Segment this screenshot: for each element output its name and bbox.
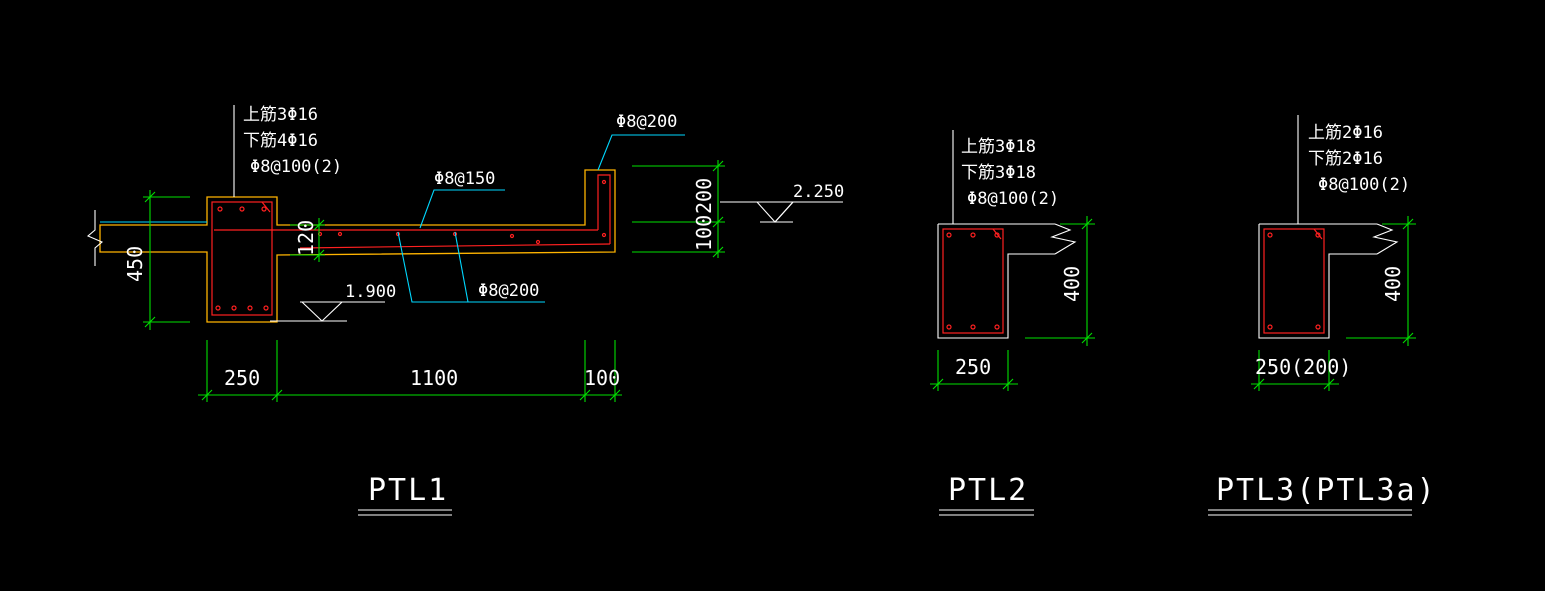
ptl3-bottom-bar-1	[1267, 324, 1273, 330]
ptl2-bottom-bar-2	[970, 324, 976, 330]
ptl2-top-bar-2	[970, 232, 976, 238]
ptl1-dim-depth: 450	[123, 246, 147, 282]
ptl1-dim-upstand-tick-1	[712, 160, 724, 172]
ptl1-dim-slab: 120	[294, 220, 318, 256]
ptl1-elev-high-label: 2.250	[793, 182, 844, 202]
ptl1-upstand-leader	[597, 134, 685, 171]
ptl1-top-bar-3	[261, 206, 267, 212]
ptl3-dim-depth: 400	[1381, 266, 1405, 302]
ptl2-title: PTL2	[948, 473, 1028, 508]
ptl2-rebar-bottom-label: 下筋3Φ18	[961, 163, 1036, 183]
ptl3-top-bar-2	[1315, 232, 1321, 238]
ptl1-elev-high-line	[774, 201, 794, 223]
ptl3-bottom-bar-2	[1315, 324, 1321, 330]
ptl2-stirrup-hook	[992, 228, 1002, 240]
ptl1-slab-bar-dot-5	[509, 233, 515, 239]
ptl1-beam-stirrup-hook	[261, 201, 271, 213]
ptl2-break-line	[1050, 223, 1077, 255]
ptl1-concrete-outline	[99, 169, 616, 323]
ptl2-top-bar-3	[994, 232, 1000, 238]
ptl1-upstand-bar	[597, 174, 611, 244]
ptl3-stirrup-label: Φ8@100(2)	[1318, 175, 1410, 195]
ptl3-dim-width-tick-2	[1323, 378, 1335, 390]
ptl1-dim-upstand: 200	[692, 178, 716, 214]
ptl1-elev-low-symbol	[300, 301, 344, 322]
ptl2-concrete-outline	[937, 223, 1055, 339]
ptl1-dim-tick-3	[579, 389, 591, 401]
ptl3-title: PTL3(PTL3a)	[1216, 473, 1437, 508]
ptl1-bottom-bar-2	[231, 305, 237, 311]
ptl3-concrete-outline	[1258, 223, 1377, 339]
ptl1-rebar-top-label: 上筋3Φ16	[243, 105, 318, 125]
ptl3-stirrup	[1263, 228, 1325, 334]
ptl2-bottom-bar-3	[994, 324, 1000, 330]
ptl3-rebar-bottom-label: 下筋2Φ16	[1308, 149, 1383, 169]
ptl1-dim-upstand-tick-3	[712, 246, 724, 258]
ptl3-stirrup-hook	[1313, 228, 1323, 240]
ptl1-dim-upstand-base: 100	[692, 215, 716, 251]
ptl3-break-line	[1372, 223, 1399, 255]
ptl1-slab-bar-dot-6	[535, 239, 541, 245]
ptl3-dim-width: 250(200)	[1255, 355, 1351, 379]
ptl1-top-bar-1	[217, 206, 223, 212]
ptl2-bottom-bar-1	[946, 324, 952, 330]
ptl3-dim-depth-tick-top	[1402, 218, 1414, 230]
ptl1-top-bar-2	[239, 206, 245, 212]
ptl1-stirrup-label: Φ8@100(2)	[250, 157, 342, 177]
ptl2-stirrup	[942, 228, 1004, 334]
ptl1-slab-bottom-bar-label: Φ8@200	[478, 281, 539, 301]
ptl1-slab-bottom-bar	[299, 243, 611, 249]
ptl3-section: 上筋2Φ16 下筋2Φ16 Φ8@100(2) 400 250(200) PTL…	[1208, 115, 1437, 516]
ptl1-slab-bar-dot-8	[601, 232, 607, 238]
ptl1-bottom-bar-3	[247, 305, 253, 311]
ptl1-slab-bottom-leader-2	[454, 231, 469, 303]
ptl1-elev-low-label: 1.900	[345, 282, 396, 302]
ptl1-dim-slab-tick-top	[313, 219, 325, 231]
ptl1-dim-depth-tick-top	[144, 191, 156, 203]
ptl1-section: 上筋3Φ16 下筋4Φ16 Φ8@100(2) Φ8@150 Φ8@200 Φ8…	[86, 105, 844, 516]
ptl2-dim-width: 250	[955, 355, 991, 379]
ptl1-slab-top-bar-label: Φ8@150	[434, 169, 495, 189]
ptl1-bottom-bar-4	[263, 305, 269, 311]
ptl1-dim-tick-4	[609, 389, 621, 401]
ptl1-dim-tick-1	[201, 389, 213, 401]
ptl1-dim-edge: 100	[584, 366, 620, 390]
ptl1-dim-width: 250	[224, 366, 260, 390]
ptl1-break-line	[86, 210, 104, 266]
ptl1-bottom-bar-1	[215, 305, 221, 311]
ptl1-slab-bottom-leader	[397, 231, 545, 303]
ptl1-slab-bar-dot-2	[337, 231, 343, 237]
ptl3-dim-depth-tick-bot	[1402, 332, 1414, 344]
ptl1-title: PTL1	[368, 473, 448, 508]
ptl1-beam-stirrup	[211, 201, 273, 316]
ptl1-dim-upstand-tick-2	[712, 216, 724, 228]
ptl1-dim-span: 1100	[410, 366, 458, 390]
ptl2-section: 上筋3Φ18 下筋3Φ18 Φ8@100(2) 400 250 PTL2	[930, 130, 1095, 516]
ptl1-dim-tick-2	[271, 389, 283, 401]
ptl2-stirrup-label: Φ8@100(2)	[967, 189, 1059, 209]
ptl2-dim-width-tick-2	[1002, 378, 1014, 390]
ptl1-upstand-bar-label: Φ8@200	[616, 112, 677, 132]
ptl3-rebar-top-label: 上筋2Φ16	[1308, 123, 1383, 143]
ptl2-rebar-top-label: 上筋3Φ18	[961, 137, 1036, 157]
ptl1-slab-bar-dot-7	[601, 179, 607, 185]
ptl1-rebar-bottom-label: 下筋4Φ16	[243, 131, 318, 151]
ptl1-elev-high-symbol	[720, 201, 795, 223]
ptl1-dim-slab-tick-bot	[313, 249, 325, 261]
ptl2-dim-depth-tick-bot	[1081, 332, 1093, 344]
ptl2-dim-depth-tick-top	[1081, 218, 1093, 230]
ptl2-dim-depth: 400	[1060, 266, 1084, 302]
ptl2-dim-width-tick-1	[932, 378, 944, 390]
ptl2-top-bar-1	[946, 232, 952, 238]
ptl1-slab-top-leader	[419, 189, 505, 229]
ptl3-dim-width-tick-1	[1253, 378, 1265, 390]
ptl1-dim-depth-tick-bot	[144, 316, 156, 328]
ptl3-top-bar-1	[1267, 232, 1273, 238]
